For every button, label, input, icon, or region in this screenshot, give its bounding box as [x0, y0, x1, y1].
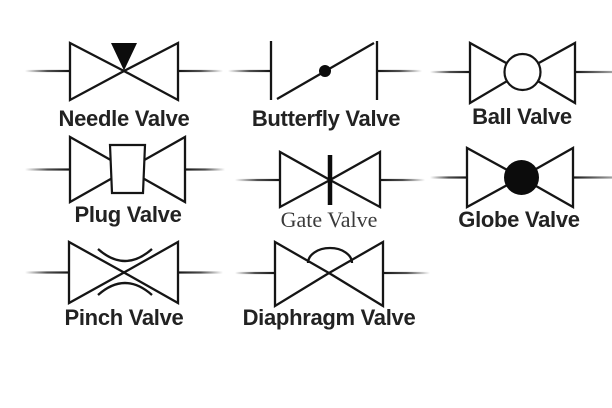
needle-valve [25, 38, 223, 106]
butterfly-valve [228, 38, 422, 106]
plug-valve-icon [25, 135, 225, 204]
pinch-valve [25, 240, 223, 305]
diaphragm-valve [235, 240, 435, 309]
gate-valve [235, 148, 425, 212]
plug-valve [25, 135, 225, 205]
gate-valve-icon [235, 150, 425, 209]
pinch-valve-label: Pinch Valve [64, 305, 184, 330]
plug-valve-label: Plug Valve [74, 202, 182, 227]
ball-valve [430, 38, 612, 108]
ball-valve-label: Ball Valve [472, 104, 572, 129]
needle-valve-label: Needle Valve [58, 106, 190, 131]
globe-valve [430, 143, 612, 212]
gate-valve-label: Gate Valve [280, 207, 378, 232]
diaphragm-valve-icon [235, 240, 430, 309]
diaphragm-valve-label: Diaphragm Valve [242, 305, 416, 330]
butterfly-valve-icon [228, 41, 422, 100]
globe-valve-label: Globe Valve [458, 207, 580, 232]
needle-valve-icon [25, 41, 223, 102]
pinch-valve-icon [25, 240, 223, 305]
butterfly-valve-label: Butterfly Valve [251, 106, 401, 131]
globe-valve-icon [430, 146, 612, 209]
ball-valve-icon [430, 41, 612, 106]
